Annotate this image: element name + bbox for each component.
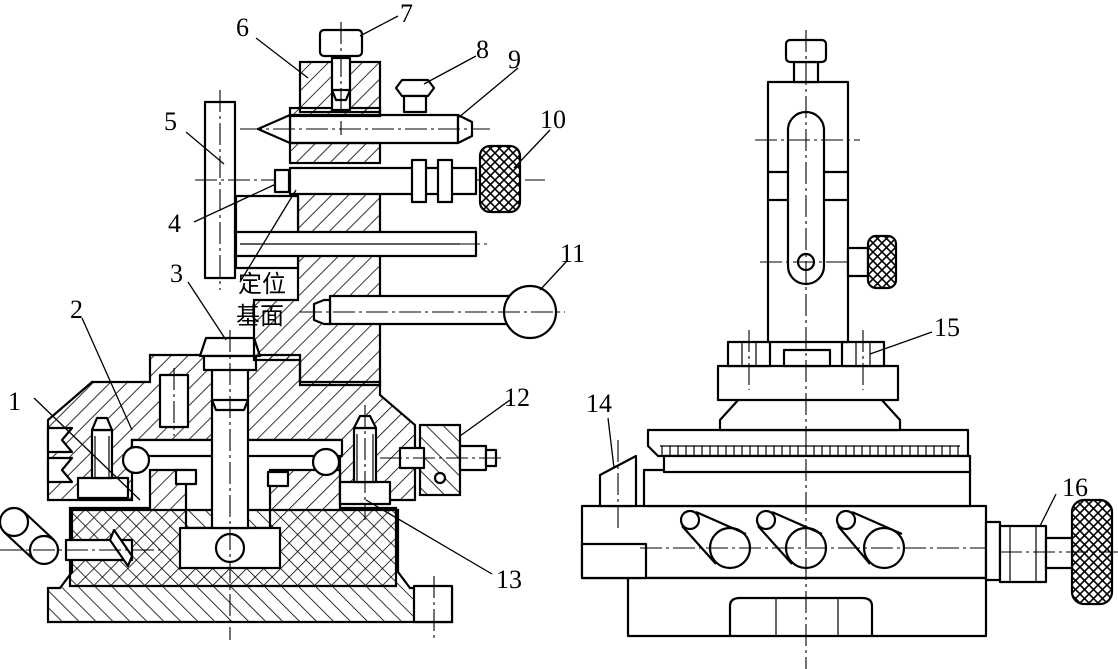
callout-1: 1	[8, 387, 21, 416]
knob-flange	[984, 520, 1002, 582]
bearing-ball-right	[311, 447, 341, 477]
handle-rod	[328, 294, 532, 326]
adjust-nut-a	[410, 158, 428, 204]
side-base-step	[580, 542, 648, 580]
callout-5: 5	[164, 107, 177, 136]
front-section-view	[0, 22, 565, 640]
side-base-lower	[626, 576, 988, 638]
callout-6: 6	[236, 13, 249, 42]
callout-13: 13	[496, 565, 522, 594]
turntable-ring	[662, 454, 972, 474]
knurled-knob-top[interactable]	[478, 144, 522, 214]
stud-left-tip	[90, 416, 114, 432]
lock-block	[418, 423, 462, 497]
leader-lines	[33, 15, 1057, 575]
callout-9: 9	[508, 45, 521, 74]
scale-ticks	[660, 445, 960, 456]
lock-screw-pin	[433, 471, 447, 485]
base-foot-right	[412, 584, 454, 624]
dovetail-slot-left	[46, 426, 74, 454]
spindle-support	[288, 141, 382, 165]
callout-12: 12	[504, 383, 530, 412]
knurled-knob-side-small[interactable]	[866, 234, 898, 290]
side-knob-shank	[846, 246, 870, 278]
callout-10: 10	[540, 105, 566, 134]
turntable-base	[642, 468, 972, 508]
callout-labels: 1 2 3 4 5 6 7 8 9 10 11 12 13 14 15 16 定…	[8, 0, 1088, 594]
key-right	[266, 470, 290, 488]
locating-surface-label-line1: 定位	[238, 270, 286, 298]
head-seat	[718, 396, 902, 432]
callout-7: 7	[400, 0, 413, 28]
graduated-ring	[646, 428, 970, 458]
callout-11: 11	[560, 239, 585, 268]
callout-16: 16	[1062, 473, 1088, 502]
knob-neck	[1044, 536, 1074, 570]
center-boss	[782, 348, 832, 368]
knob-collar	[998, 524, 1048, 584]
bearing-ball-left	[121, 445, 151, 475]
callout-14: 14	[586, 389, 612, 418]
head-flange	[716, 364, 900, 402]
key-left	[174, 468, 198, 486]
callout-2: 2	[70, 295, 83, 324]
base-recess	[728, 596, 874, 636]
adjust-screw-tip	[273, 168, 291, 194]
side-view	[580, 30, 1118, 669]
callout-3: 3	[170, 259, 183, 288]
callout-4: 4	[168, 209, 181, 238]
clamp-lever-cam	[108, 528, 134, 568]
dovetail-slot-left-lower	[46, 456, 74, 484]
locating-surface-label-line2: 基面	[236, 302, 284, 330]
set-screw-shank	[402, 94, 428, 114]
adjust-nut-b	[436, 158, 454, 204]
clamp-lever-handle[interactable]	[0, 506, 60, 566]
callout-15: 15	[934, 313, 960, 342]
callout-8: 8	[476, 35, 489, 64]
